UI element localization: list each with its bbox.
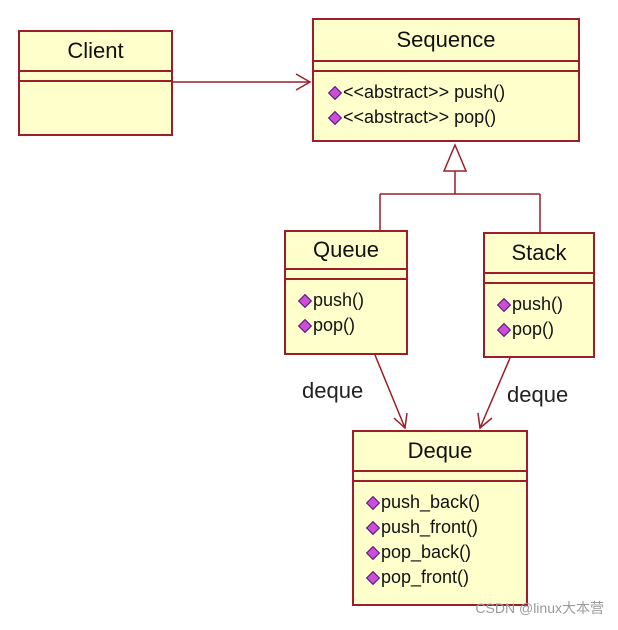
class-name: Client — [20, 32, 171, 72]
operation-label: push() — [512, 294, 564, 314]
operation-item: push_back() — [365, 490, 526, 515]
class-name: Stack — [485, 234, 593, 274]
class-attributes-compartment — [485, 274, 593, 284]
class-attributes-compartment — [354, 472, 526, 482]
watermark: CSDN @linux大本营 — [475, 600, 604, 616]
stack-deque-association — [477, 357, 511, 430]
diamond-method-icon — [496, 322, 512, 337]
operation-label: pop() — [512, 319, 555, 339]
operation-label: pop_front() — [381, 567, 470, 587]
class-name: Deque — [354, 432, 526, 472]
class-operations-compartment: push() pop() — [485, 284, 593, 342]
class-sequence[interactable]: Sequence <<abstract>> push() <<abstract>… — [312, 18, 580, 142]
diamond-method-icon — [365, 495, 381, 510]
operation-label: pop() — [313, 315, 356, 335]
diamond-method-icon — [327, 110, 343, 125]
generalization-connector — [379, 143, 541, 234]
operation-item: <<abstract>> push() — [327, 80, 578, 105]
class-operations-compartment: push() pop() — [286, 280, 406, 338]
operation-label: push() — [313, 290, 365, 310]
queue-deque-role-label: deque — [302, 378, 364, 403]
operation-item: push() — [496, 292, 593, 317]
operation-item: pop_back() — [365, 540, 526, 565]
class-operations-compartment: <<abstract>> push() <<abstract>> pop() — [314, 72, 578, 130]
diamond-method-icon — [365, 520, 381, 535]
operation-item: push() — [297, 288, 406, 313]
diamond-method-icon — [496, 297, 512, 312]
class-name: Sequence — [314, 20, 578, 62]
operation-item: pop_front() — [365, 565, 526, 590]
class-queue[interactable]: Queue push() pop() — [284, 230, 408, 355]
class-stack[interactable]: Stack push() pop() — [483, 232, 595, 358]
operation-label: push_front() — [381, 517, 479, 537]
diamond-method-icon — [365, 545, 381, 560]
queue-deque-association — [374, 354, 408, 430]
operation-label: push_back() — [381, 492, 481, 512]
operation-item: pop() — [297, 313, 406, 338]
operation-item: pop() — [496, 317, 593, 342]
class-operations-compartment: push_back() push_front() pop_back() pop_… — [354, 482, 526, 590]
operation-label: <<abstract>> pop() — [343, 107, 497, 127]
operation-item: <<abstract>> pop() — [327, 105, 578, 130]
diamond-method-icon — [327, 85, 343, 100]
class-attributes-compartment — [286, 270, 406, 280]
class-attributes-compartment — [314, 62, 578, 72]
diamond-method-icon — [297, 293, 313, 308]
class-deque[interactable]: Deque push_back() push_front() pop_back(… — [352, 430, 528, 606]
operation-label: <<abstract>> push() — [343, 82, 506, 102]
class-operations-compartment — [20, 82, 171, 90]
operation-item: push_front() — [365, 515, 526, 540]
diamond-method-icon — [365, 570, 381, 585]
inheritance-triangle-icon — [442, 143, 468, 172]
stack-deque-role-label: deque — [507, 382, 569, 407]
diamond-method-icon — [297, 318, 313, 333]
client-sequence-association — [172, 73, 312, 91]
class-name: Queue — [286, 232, 406, 270]
class-client[interactable]: Client — [18, 30, 173, 136]
class-attributes-compartment — [20, 72, 171, 82]
operation-label: pop_back() — [381, 542, 472, 562]
